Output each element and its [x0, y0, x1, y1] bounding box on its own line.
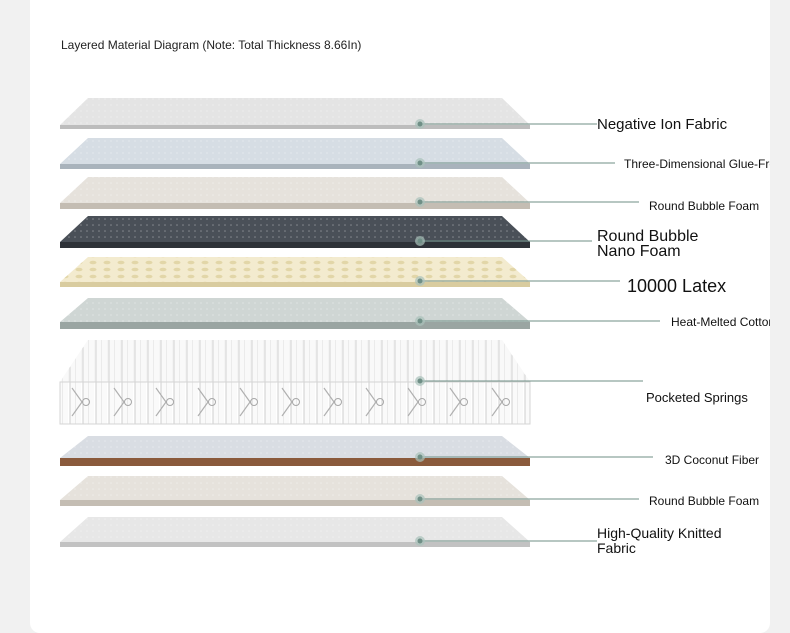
- label-round-bubble-foam-bottom: Round Bubble Foam: [649, 494, 760, 508]
- layer-slab: [60, 476, 530, 506]
- layer-slab: [59, 340, 531, 425]
- layer-slab: [60, 216, 530, 248]
- label-round-bubble-nano-foam: Round Bubble Nano Foam: [597, 228, 699, 260]
- leader-dot-center: [417, 378, 423, 384]
- label-3d-coconut-fiber: 3D Coconut Fiber: [665, 453, 760, 467]
- diagram-title: Layered Material Diagram (Note: Total Th…: [61, 38, 362, 52]
- leader-dot-center: [417, 278, 423, 284]
- label-10000-latex: 10000 Latex: [627, 276, 727, 296]
- leader-dot-center: [417, 121, 423, 127]
- label-round-bubble-foam-top: Round Bubble Foam: [649, 199, 760, 213]
- leader-dot-center: [417, 160, 423, 166]
- label-heat-melted-cotton: Heat-Melted Cotton: [671, 315, 770, 329]
- layer-slab: [60, 257, 530, 287]
- leader-dot-center: [417, 454, 423, 460]
- label-negative-ion-fabric: Negative Ion Fabric: [597, 116, 728, 133]
- leader-dot-center: [417, 238, 423, 244]
- layer-slab: [60, 98, 530, 129]
- diagram-card: Layered Material Diagram (Note: Total Th…: [30, 0, 770, 633]
- label-high-quality-knitted-fabric: High-Quality Knitted Fabric: [597, 525, 722, 556]
- leader-dot-center: [417, 318, 423, 324]
- label-three-dimensional-glue-free: Three-Dimensional Glue-Free C: [624, 157, 770, 171]
- label-pocketed-springs: Pocketed Springs: [646, 390, 748, 405]
- layer-diagram: [59, 98, 660, 547]
- leader-dot-center: [417, 496, 423, 502]
- leader-dot-center: [417, 538, 423, 544]
- layer-slab: [60, 138, 530, 169]
- leader-dot-center: [417, 199, 423, 205]
- layer-slab: [60, 517, 530, 547]
- layer-slab: [60, 436, 530, 466]
- layer-slab: [60, 177, 530, 209]
- layer-slab: [60, 298, 530, 329]
